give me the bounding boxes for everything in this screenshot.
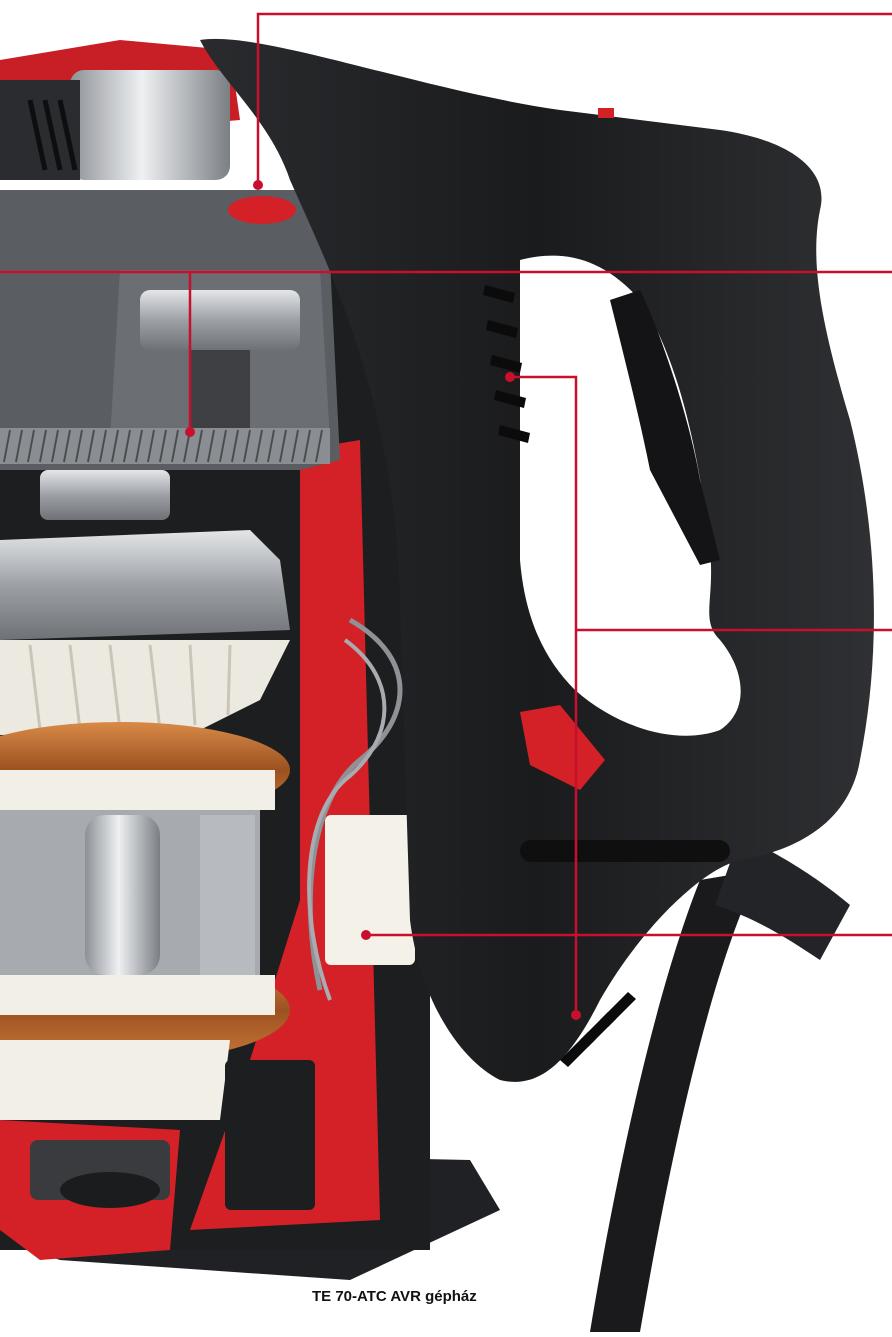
electronic-module <box>325 815 415 965</box>
stator-frame <box>0 770 275 810</box>
motor-end-bell <box>0 530 290 640</box>
callout-dot <box>185 427 195 437</box>
red-seal <box>228 196 296 224</box>
black-capacitor <box>225 1060 315 1210</box>
callout-line-1 <box>256 12 892 185</box>
power-cord <box>590 870 760 1332</box>
callout-dot-group <box>185 180 581 1020</box>
vents <box>483 285 636 1067</box>
armature <box>85 815 160 975</box>
grip-slot <box>520 840 730 862</box>
bearing <box>140 290 300 350</box>
red-side-button <box>520 705 605 790</box>
cord-sleeve <box>715 835 850 960</box>
red-inner-housing <box>190 440 380 1230</box>
piston-cylinder <box>70 70 230 180</box>
trigger <box>610 290 720 565</box>
callout-lines <box>0 12 892 1015</box>
image-caption: TE 70-ATC AVR gépház <box>312 1288 477 1305</box>
callout-dot <box>571 1010 581 1020</box>
callout-line-3 <box>510 375 578 1015</box>
callout-dot <box>361 930 371 940</box>
callout-dot <box>253 180 263 190</box>
spring <box>27 99 78 171</box>
callout-dot <box>505 372 515 382</box>
